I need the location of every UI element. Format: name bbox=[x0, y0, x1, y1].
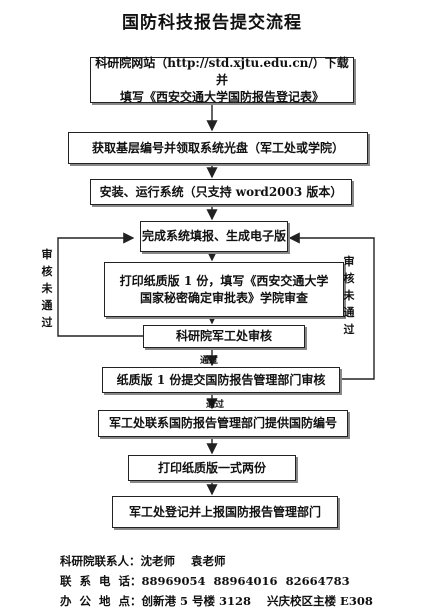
step-print-two-copies-label: 打印纸质版一式两份 bbox=[157, 460, 266, 475]
step-download-form: 科研院网站（http://std.xjtu.edu.cn/）下载并 填写《西安交… bbox=[90, 55, 354, 104]
pass-label-1: 通过 bbox=[200, 356, 219, 366]
step-register-report-label: 军工处登记并上报国防报告管理部门 bbox=[128, 504, 321, 519]
step-print-approve-line2: 国家秘密确定审批表》学院审查 bbox=[139, 290, 308, 305]
step-military-review: 科研院军工处审核 bbox=[143, 325, 305, 348]
right-loop-label: 审核未通过 bbox=[343, 255, 355, 336]
step-military-review-label: 科研院军工处审核 bbox=[175, 329, 272, 343]
left-loop-label: 审核未通过 bbox=[41, 248, 53, 329]
step-print-approve: 打印纸质版 1 份，填写《西安交通大学 国家秘密确定审批表》学院审查 bbox=[104, 262, 344, 317]
step-download-form-line2: 填写《西安交通大学国防报告登记表》 bbox=[119, 89, 324, 104]
step-print-two-copies: 打印纸质版一式两份 bbox=[128, 455, 296, 481]
pass-label-2: 通过 bbox=[206, 400, 225, 410]
step-get-defense-number-label: 军工处联系国防报告管理部门提供国防编号 bbox=[108, 416, 337, 430]
contact-phone: 联 系 电 话：88969054 88964016 82664783 bbox=[60, 574, 350, 588]
contact-address: 办 公 地 点：创新港 5 号楼 3128 兴庆校区主楼 E308 bbox=[60, 594, 373, 608]
step-install-system: 安装、运行系统（只支持 word2003 版本） bbox=[90, 179, 352, 205]
page-title: 国防科技报告提交流程 bbox=[122, 13, 302, 33]
step-register-report: 军工处登记并上报国防报告管理部门 bbox=[112, 496, 338, 528]
step-submit-review-label: 纸质版 1 份提交国防报告管理部门审核 bbox=[116, 372, 326, 387]
step-get-defense-number: 军工处联系国防报告管理部门提供国防编号 bbox=[98, 410, 348, 437]
step-get-number: 获取基层编号并领取系统光盘（军工处或学院） bbox=[68, 132, 368, 164]
step-print-approve-line1: 打印纸质版 1 份，填写《西安交通大学 bbox=[119, 273, 329, 288]
step-submit-review: 纸质版 1 份提交国防报告管理部门审核 bbox=[102, 367, 340, 393]
step-download-form-line1: 科研院网站（http://std.xjtu.edu.cn/）下载并 bbox=[95, 55, 349, 87]
step-fill-system: 完成系统填报、生成电子版 bbox=[140, 221, 288, 252]
step-fill-system-label: 完成系统填报、生成电子版 bbox=[141, 229, 286, 243]
step-get-number-label: 获取基层编号并领取系统光盘（军工处或学院） bbox=[91, 140, 344, 155]
step-install-system-label: 安装、运行系统（只支持 word2003 版本） bbox=[99, 184, 343, 199]
contact-person: 科研院联系人：沈老师 袁老师 bbox=[60, 554, 226, 568]
